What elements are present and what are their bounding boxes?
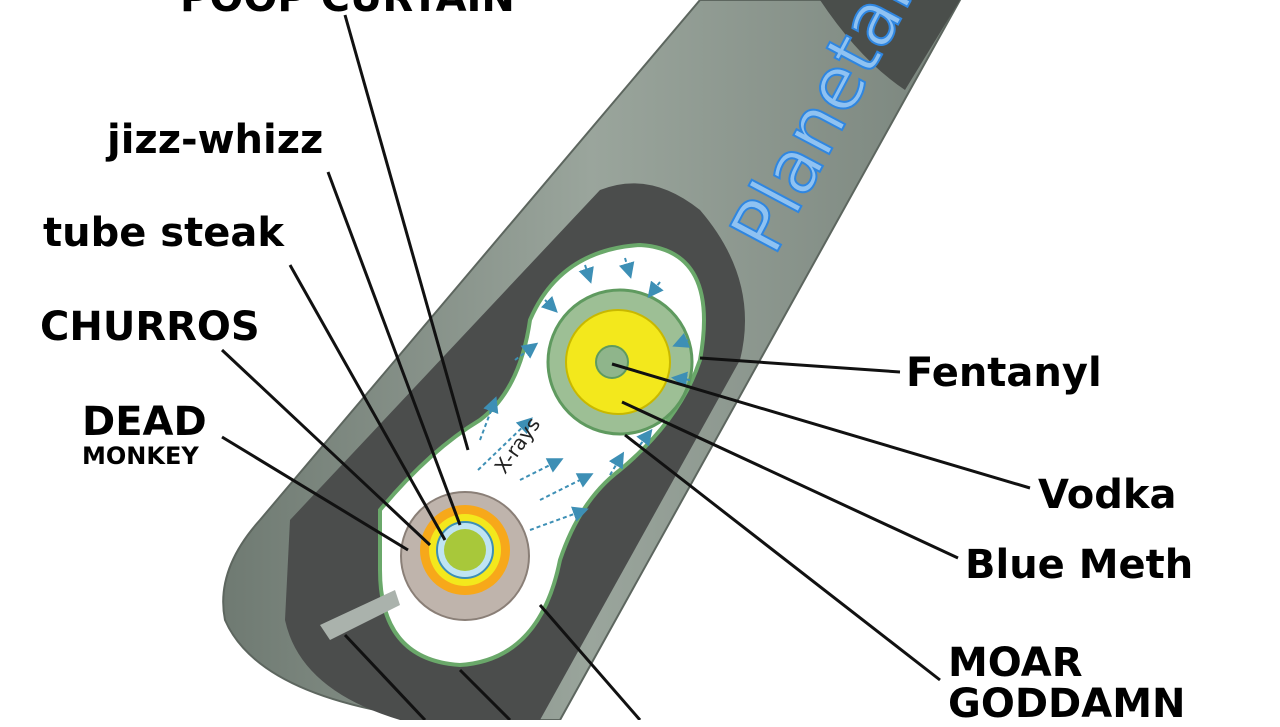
label-goddamn: GODDAMN [948, 681, 1186, 727]
label-vodka: Vodka [1038, 472, 1177, 518]
label-tube-steak: tube steak [43, 210, 284, 256]
xray-arrows [477, 257, 691, 531]
label-churros: CHURROS [40, 304, 260, 350]
label-fentanyl: Fentanyl [906, 350, 1102, 396]
label-blue-meth: Blue Meth [965, 542, 1194, 588]
label-dead: DEAD [82, 399, 207, 445]
label-jizz-whizz: jizz-whizz [107, 117, 324, 163]
secondary-stage [546, 288, 694, 436]
label-monkey: MONKEY [82, 442, 199, 470]
primary-stage [400, 491, 530, 621]
leader-lines [220, 14, 1031, 720]
label-moar: MOAR [948, 640, 1083, 686]
top-cap [820, 0, 960, 90]
label-poop-curtain: POOP CURTAIN [180, 0, 515, 18]
detonator [320, 590, 400, 640]
